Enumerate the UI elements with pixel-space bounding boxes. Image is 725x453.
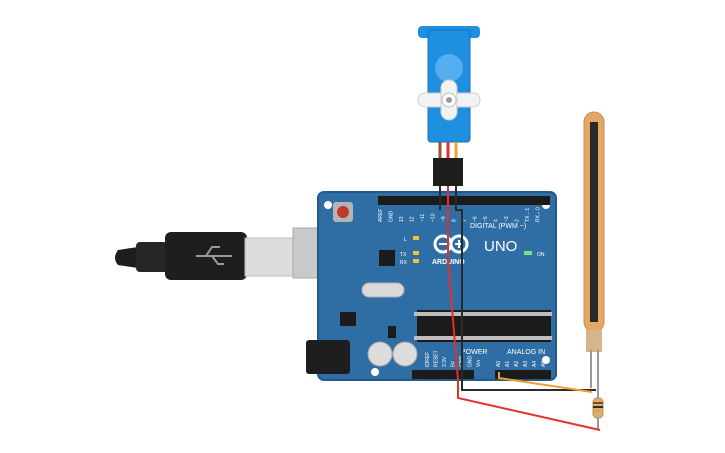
servo-wires — [438, 142, 458, 160]
usb-controller-chip — [379, 250, 395, 266]
servo-gear-housing — [435, 54, 463, 82]
analog-pin-label: A1 — [505, 361, 511, 367]
arduino-uno-board[interactable]: AREF GND 13 12 ~11 ~10 ~9 8 7 ~6 ~5 4 ~3 2 TX→1 RX←0 DI… — [306, 191, 557, 381]
power-pin-label: 3.3V — [442, 356, 448, 367]
led-tx-label: TX — [400, 252, 407, 258]
usb-symbol-icon — [196, 246, 232, 265]
usb-strain-relief — [136, 242, 168, 272]
power-header-label: POWER — [461, 349, 487, 356]
digital-pin-label: 2 — [515, 219, 521, 222]
crystal-oscillator — [361, 282, 405, 298]
mounting-hole — [371, 368, 379, 376]
digital-pin-label: 13 — [399, 216, 405, 222]
voltage-regulator — [340, 312, 356, 326]
digital-pin-label: ~6 — [473, 216, 479, 222]
wire-black[interactable] — [455, 186, 596, 391]
chip-pins-top — [414, 312, 552, 316]
usb-cable-end — [115, 247, 138, 268]
digital-pin-label: 4 — [494, 219, 500, 222]
digital-pin-label: 7 — [462, 219, 468, 222]
wire-red[interactable] — [447, 186, 601, 431]
micro-servo[interactable] — [417, 26, 481, 186]
analog-pin-label: A3 — [523, 361, 529, 367]
wire-orange[interactable] — [498, 372, 593, 393]
analog-pin-label: A0 — [496, 361, 502, 367]
power-pin-label: 5V — [451, 360, 457, 367]
power-jack[interactable] — [306, 340, 350, 374]
led-on-label: ON — [537, 252, 545, 258]
mounting-hole — [542, 356, 550, 364]
digital-pin-label: ~11 — [420, 214, 426, 222]
servo-horn[interactable] — [417, 79, 481, 121]
wires[interactable] — [439, 186, 601, 431]
power-pin-label: GND — [468, 356, 474, 368]
mounting-hole — [324, 201, 332, 209]
digital-pin-label: TX→1 — [525, 208, 531, 222]
usb-metal-connector — [244, 237, 296, 277]
small-component — [388, 326, 396, 338]
servo-connector — [433, 158, 463, 186]
digital-pin-label: ~9 — [441, 216, 447, 222]
led-tx — [413, 251, 419, 255]
led-on — [524, 251, 532, 255]
led-rx — [413, 259, 419, 263]
chip-pins-bottom — [414, 336, 552, 340]
digital-pin-label: 8 — [452, 219, 458, 222]
flex-sensor-strip — [590, 122, 598, 322]
digital-pin-label: ~5 — [483, 216, 489, 222]
flex-sensor-base — [586, 330, 602, 352]
analog-pin-label: A2 — [514, 361, 520, 367]
digital-pin-label: GND — [389, 211, 395, 223]
analog-pin-label: A4 — [532, 361, 538, 367]
led-l-label: L — [404, 237, 407, 243]
led-l — [413, 236, 419, 240]
led-rx-label: RX — [400, 260, 408, 266]
digital-pin-label: ~10 — [431, 213, 437, 222]
flex-sensor[interactable] — [583, 111, 605, 388]
reset-button-cap[interactable] — [337, 206, 349, 218]
analog-header-label: ANALOG IN — [507, 349, 545, 356]
power-pin-label: Vin — [476, 360, 482, 367]
digital-pin-labels: AREF GND 13 12 ~11 ~10 ~9 8 7 ~6 ~5 4 ~3 2 TX→1 RX←0 — [378, 207, 542, 222]
digital-pin-label: AREF — [378, 209, 384, 222]
capacitor — [367, 341, 393, 367]
digital-header-label: DIGITAL (PWM ~) — [470, 223, 526, 230]
power-header[interactable] — [412, 370, 474, 379]
resistor[interactable] — [592, 388, 604, 430]
arduino-logo-icon — [433, 234, 469, 254]
analog-header[interactable] — [495, 370, 551, 379]
model-text: UNO — [484, 238, 517, 255]
digital-pin-label: ~3 — [504, 216, 510, 222]
power-pin-label: RESET — [434, 350, 440, 367]
digital-pin-label: RX←0 — [536, 207, 542, 222]
power-pin-label: IOREF — [425, 352, 431, 367]
capacitor — [392, 341, 418, 367]
analog-pin-label: A5 — [541, 361, 547, 367]
digital-pin-label: 12 — [410, 216, 416, 222]
digital-header[interactable] — [378, 196, 550, 205]
